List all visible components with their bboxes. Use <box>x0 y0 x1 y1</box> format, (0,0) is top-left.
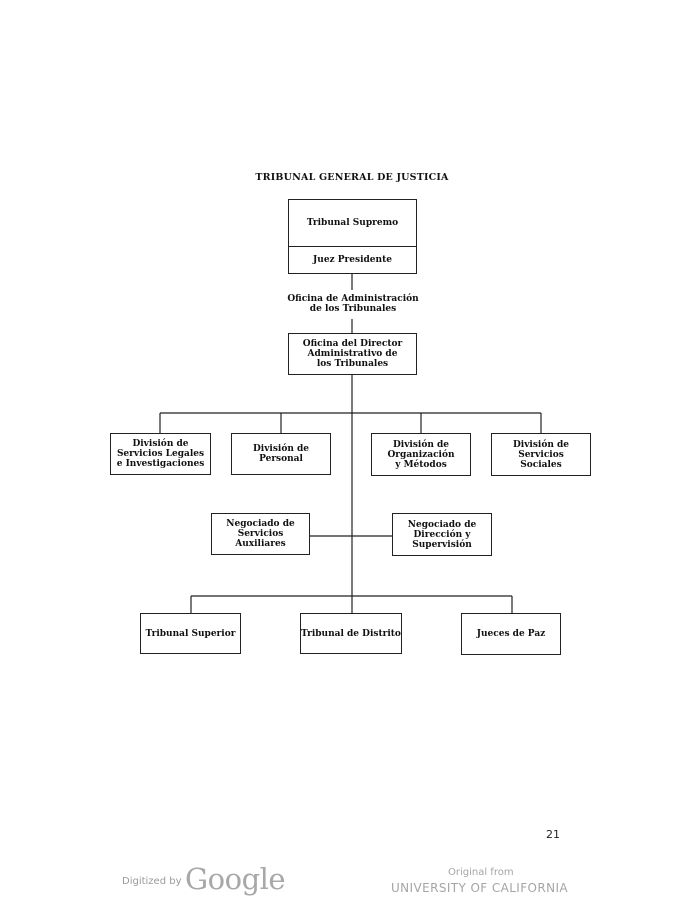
original-from-text: Original from <box>448 867 514 878</box>
box-jueces-paz: Jueces de Paz <box>461 613 561 655</box>
box-oficina-director: Oficina del Director Administrativo de l… <box>288 333 417 375</box>
digitized-by-text: Digitized by <box>122 876 182 887</box>
university-name: UNIVERSITY OF CALIFORNIA <box>391 881 569 895</box>
chart-title: TRIBUNAL GENERAL DE JUSTICIA <box>255 172 449 183</box>
google-logo: Google <box>185 862 286 896</box>
box-division-organizacion: División de Organización y Métodos <box>371 433 471 476</box>
box-negociado-supervision: Negociado de Dirección y Supervisión <box>392 513 492 556</box>
page-number: 21 <box>546 828 560 841</box>
box-tribunal-supremo: Tribunal Supremo <box>288 199 417 247</box>
box-tribunal-superior: Tribunal Superior <box>140 613 241 654</box>
box-division-personal: División de Personal <box>231 433 331 475</box>
box-division-servicios-legales: División de Servicios Legales e Investig… <box>110 433 211 475</box>
box-negociado-auxiliares: Negociado de Servicios Auxiliares <box>211 513 310 555</box>
label-oficina-administracion: Oficina de Administración de los Tribuna… <box>287 294 419 314</box>
box-division-servicios-sociales: División de Servicios Sociales <box>491 433 591 476</box>
box-juez-presidente: Juez Presidente <box>288 246 417 274</box>
box-tribunal-distrito: Tribunal de Distrito <box>300 613 402 654</box>
